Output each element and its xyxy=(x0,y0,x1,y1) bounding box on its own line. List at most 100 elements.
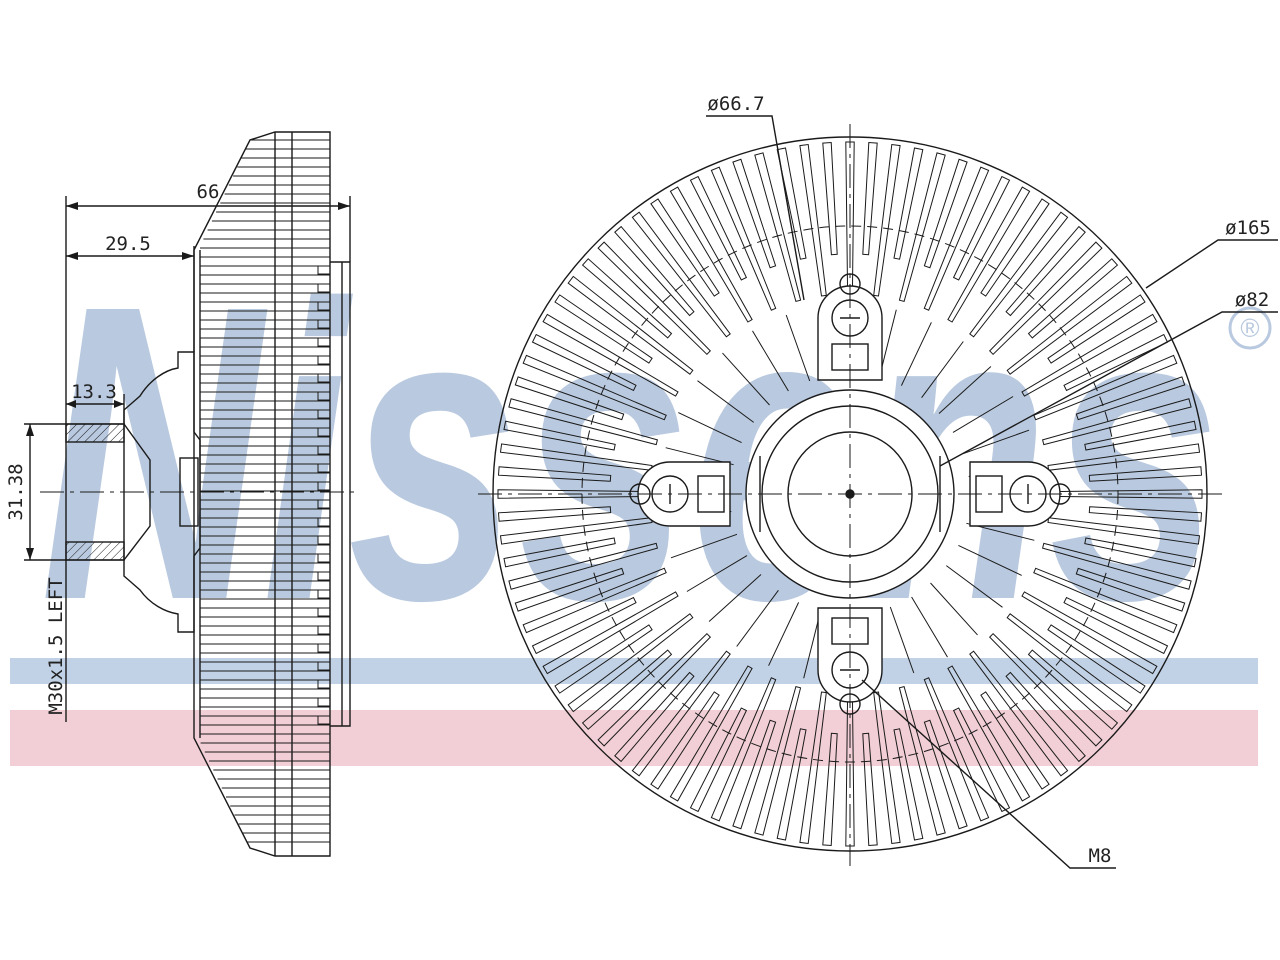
fan-fin xyxy=(732,719,777,830)
side-fin-tab xyxy=(317,643,331,653)
hub-spoke xyxy=(889,606,915,674)
fan-fin xyxy=(1088,466,1203,482)
side-fin-tab xyxy=(317,625,331,635)
fan-fin xyxy=(650,691,720,790)
fan-fin xyxy=(554,294,653,364)
dim-overall-length: 66 xyxy=(197,181,220,203)
fan-fin xyxy=(531,596,637,655)
fan-fin xyxy=(822,732,838,847)
fan-fin xyxy=(514,376,625,421)
watermark-red-band xyxy=(10,710,1258,766)
side-fin-tab xyxy=(317,463,331,473)
fan-fin xyxy=(710,166,777,311)
thread-label: M30x1.5 LEFT xyxy=(45,577,67,714)
fan-fin xyxy=(923,677,990,822)
fan-fin xyxy=(581,649,673,730)
fan-fin xyxy=(710,677,777,822)
hub-spoke xyxy=(962,429,1030,455)
fan-fin xyxy=(893,728,924,841)
hub-spoke xyxy=(958,544,1022,576)
fan-fin xyxy=(1027,649,1119,730)
hub-spoke xyxy=(678,412,742,444)
fan-fin xyxy=(1005,671,1086,763)
side-fin-tab xyxy=(317,517,331,527)
fan-fin xyxy=(923,158,968,269)
fan-fin xyxy=(650,198,720,297)
fan-fin xyxy=(969,650,1069,777)
fan-fin xyxy=(1047,624,1146,694)
side-fin-tab xyxy=(317,589,331,599)
fan-fin xyxy=(980,198,1050,297)
fan-fin xyxy=(631,650,731,777)
side-fin-tab xyxy=(317,409,331,419)
leader-outer xyxy=(1145,239,1278,289)
hub-spoke xyxy=(930,582,978,636)
fan-fin xyxy=(531,333,637,392)
hub-spoke xyxy=(785,314,811,382)
fan-fin xyxy=(669,186,753,323)
hub-spoke xyxy=(911,596,948,658)
fan-fin xyxy=(923,166,990,311)
fan-fin xyxy=(969,211,1069,338)
fan-fin xyxy=(862,732,878,847)
side-fin-tab xyxy=(317,391,331,401)
side-fin-tab xyxy=(317,715,331,725)
fan-fin xyxy=(1084,420,1197,451)
side-fin-tab xyxy=(317,301,331,311)
dim-hub-length: 29.5 xyxy=(105,233,151,255)
side-fin-tab xyxy=(317,445,331,455)
fan-fin xyxy=(1021,591,1158,675)
hub-spoke xyxy=(686,555,748,592)
fan-fin xyxy=(1041,398,1192,446)
clutch-flange xyxy=(330,261,351,727)
fan-fin xyxy=(732,158,777,269)
hub-spoke xyxy=(938,366,992,414)
fan-fin xyxy=(1047,517,1201,545)
hub-spoke xyxy=(697,380,754,423)
fan-fin xyxy=(508,398,659,446)
hub-spoke xyxy=(752,330,789,392)
hub-spoke xyxy=(736,590,779,647)
fan-fin xyxy=(1021,313,1158,397)
side-fin-tab xyxy=(317,427,331,437)
side-fin-tab xyxy=(317,481,331,491)
fan-fin xyxy=(614,225,695,317)
fan-fin xyxy=(669,665,753,802)
fan-fin xyxy=(503,420,616,451)
fan-fin xyxy=(503,537,616,568)
fan-fin xyxy=(952,707,1011,813)
front-view-fins xyxy=(497,141,1203,847)
hub-spoke xyxy=(708,574,762,622)
hub-spoke xyxy=(952,396,1014,433)
fan-fin xyxy=(980,691,1050,790)
fan-fin xyxy=(554,624,653,694)
front-view xyxy=(478,115,1278,869)
fan-fin xyxy=(893,147,924,260)
fan-fin xyxy=(567,613,694,713)
dim-outer-diameter: ø165 xyxy=(1225,217,1271,239)
fan-fin xyxy=(754,685,802,836)
fan-fin xyxy=(988,632,1103,747)
fan-fin xyxy=(754,152,802,303)
side-fin-tab xyxy=(317,553,331,563)
side-fin-tab xyxy=(317,661,331,671)
fan-fin xyxy=(988,241,1103,356)
fan-fin xyxy=(947,186,1031,323)
fan-fin xyxy=(799,691,827,845)
fan-fin xyxy=(1033,354,1178,421)
hub-face xyxy=(123,423,151,561)
side-fin-tab xyxy=(317,355,331,365)
watermark-logo-text: Nissens xyxy=(40,219,1220,688)
leader-bolt-circle xyxy=(706,115,805,301)
fan-fin xyxy=(581,258,673,339)
fan-fin xyxy=(689,707,748,813)
clutch-body-outline xyxy=(193,131,331,857)
fan-fin xyxy=(1033,567,1178,634)
side-fin-tab xyxy=(317,697,331,707)
leader-bolt xyxy=(861,679,1116,869)
side-fin-tab xyxy=(317,679,331,689)
fan-fin xyxy=(799,143,827,297)
hub-spoke xyxy=(900,322,932,386)
fan-fin xyxy=(1041,542,1192,590)
fan-fin xyxy=(631,211,731,338)
